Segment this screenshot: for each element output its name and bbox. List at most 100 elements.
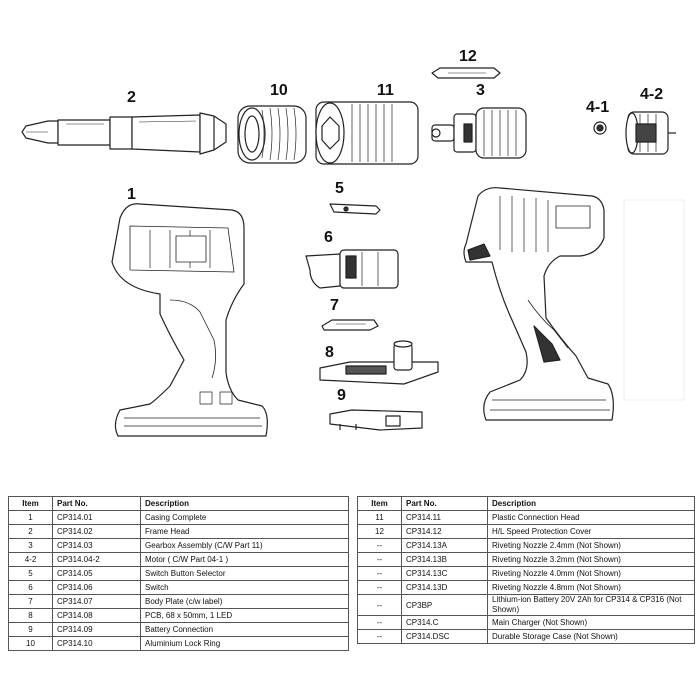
item-cell: 2 xyxy=(8,524,53,539)
part-number-cell: CP314.05 xyxy=(52,566,141,581)
table-header-row: Item Part No. Description xyxy=(357,496,695,511)
callout-1: 1 xyxy=(127,186,136,203)
callout-8: 8 xyxy=(325,344,334,361)
description-cell: Main Charger (Not Shown) xyxy=(487,615,695,630)
description-cell: Casing Complete xyxy=(140,510,349,525)
switch-part xyxy=(305,249,399,289)
description-cell: Riveting Nozzle 2.4mm (Not Shown) xyxy=(487,538,695,553)
item-cell: -- xyxy=(357,538,402,553)
description-cell: Gearbox Assembly (C/W Part 11) xyxy=(140,538,349,553)
pinion-gear-part xyxy=(593,121,607,135)
part-number-cell: CP314.13D xyxy=(401,580,488,595)
connection-head-part xyxy=(315,101,419,165)
part-number-cell: CP314.13B xyxy=(401,552,488,567)
callout-2: 2 xyxy=(127,89,136,106)
callout-5: 5 xyxy=(335,180,344,197)
part-number-cell: CP314.06 xyxy=(52,580,141,595)
part-number-cell: CP314.13A xyxy=(401,538,488,553)
exploded-parts-diagram xyxy=(21,67,685,437)
description-cell: Plastic Connection Head xyxy=(487,510,695,525)
body-plate-part xyxy=(321,319,379,331)
callout-4-1: 4-1 xyxy=(586,99,610,116)
part-number-cell: CP314.13C xyxy=(401,566,488,581)
description-cell: Riveting Nozzle 3.2mm (Not Shown) xyxy=(487,552,695,567)
pcb-part xyxy=(319,340,439,385)
column-header-description: Description xyxy=(140,496,349,511)
description-cell: Switch Button Selector xyxy=(140,566,349,581)
description-cell: Riveting Nozzle 4.0mm (Not Shown) xyxy=(487,566,695,581)
item-cell: 3 xyxy=(8,538,53,553)
item-cell: 7 xyxy=(8,594,53,609)
item-cell: 6 xyxy=(8,580,53,595)
item-cell: 8 xyxy=(8,608,53,623)
description-cell: Body Plate (c/w label) xyxy=(140,594,349,609)
lock-ring-part xyxy=(237,105,307,164)
column-header-item: Item xyxy=(8,496,53,511)
part-number-cell: CP314.DSC xyxy=(401,629,488,644)
frame-head-part xyxy=(21,112,227,155)
part-number-cell: CP314.08 xyxy=(52,608,141,623)
battery-connection-part xyxy=(329,409,423,431)
callout-11: 11 xyxy=(377,82,394,99)
part-number-cell: CP314.11 xyxy=(401,510,488,525)
callout-12: 12 xyxy=(459,48,477,65)
callout-6: 6 xyxy=(324,229,333,246)
switch-selector-part xyxy=(329,203,381,215)
item-cell: -- xyxy=(357,552,402,567)
part-number-cell: CP314.07 xyxy=(52,594,141,609)
description-cell: Motor ( C/W Part 04-1 ) xyxy=(140,552,349,567)
item-cell: -- xyxy=(357,629,402,644)
callout-7: 7 xyxy=(330,297,339,314)
description-cell: Lithium-ion Battery 20V 2Ah for CP314 & … xyxy=(487,594,695,616)
motor-part xyxy=(625,111,676,155)
part-number-cell: CP314.01 xyxy=(52,510,141,525)
gearbox-part xyxy=(431,107,527,159)
item-cell: 10 xyxy=(8,636,53,651)
part-number-cell: CP314.04-2 xyxy=(52,552,141,567)
column-header-description: Description xyxy=(487,496,695,511)
column-header-item: Item xyxy=(357,496,402,511)
description-cell: Frame Head xyxy=(140,524,349,539)
description-cell: Switch xyxy=(140,580,349,595)
table-header-row: Item Part No. Description xyxy=(8,496,349,511)
part-number-cell: CP3BP xyxy=(401,594,488,616)
item-cell: 5 xyxy=(8,566,53,581)
item-cell: 12 xyxy=(357,524,402,539)
item-cell: 1 xyxy=(8,510,53,525)
item-cell: -- xyxy=(357,580,402,595)
item-cell: -- xyxy=(357,615,402,630)
item-cell: 9 xyxy=(8,622,53,637)
callout-4-2: 4-2 xyxy=(640,86,664,103)
description-cell: Riveting Nozzle 4.8mm (Not Shown) xyxy=(487,580,695,595)
item-cell: -- xyxy=(357,594,402,616)
description-cell: H/L Speed Protection Cover xyxy=(487,524,695,539)
description-cell: Durable Storage Case (Not Shown) xyxy=(487,629,695,644)
speed-cover-part xyxy=(431,67,501,79)
callout-9: 9 xyxy=(337,387,346,404)
callout-3: 3 xyxy=(476,82,485,99)
part-number-cell: CP314.03 xyxy=(52,538,141,553)
item-cell: -- xyxy=(357,566,402,581)
part-number-cell: CP314.C xyxy=(401,615,488,630)
